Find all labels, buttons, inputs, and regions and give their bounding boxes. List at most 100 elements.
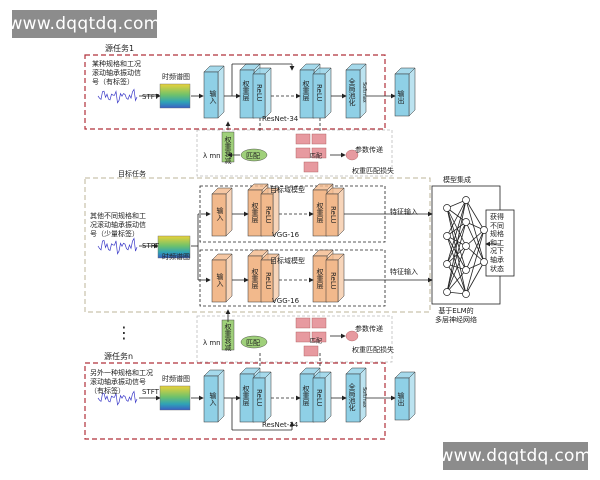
bottom-transfer-frame (196, 315, 393, 363)
elm-edge-2 (465, 229, 485, 271)
vgg-2-relu-block-2 (325, 259, 339, 303)
vgg-2-relu-label: ReLU (264, 272, 272, 290)
elm-edge-1 (446, 199, 467, 293)
source-1-output-label: 输出 (397, 90, 405, 104)
vgg-2-frame (199, 249, 386, 307)
vgg-1-relu-block-side (272, 187, 280, 237)
target-model-label-2: 目标域模型 (270, 257, 305, 265)
vgg-2-relu-block-2-side (337, 253, 345, 303)
source-1-net-label: ResNet-34 (262, 115, 299, 123)
elm-edge-1 (446, 221, 467, 265)
feature-input-2: 特征输入 (390, 268, 418, 276)
source-n-stft: STFT (142, 388, 159, 396)
elm-node-0 (443, 204, 451, 212)
elm-node-1 (443, 232, 451, 240)
elm-node-9 (480, 226, 488, 234)
bottom-lambda-label: λ mn (203, 339, 221, 347)
source-1-relu-block-2 (312, 73, 326, 119)
vgg-2-relu-label-2: ReLU (329, 272, 337, 290)
target-model-label-1: 目标域模型 (270, 186, 305, 194)
source-n-net-label: ResNet-34 (262, 421, 299, 429)
vgg-2-input-block-side (225, 253, 233, 303)
source-n-relu-block-side (264, 371, 272, 423)
top-loss-node (345, 149, 359, 161)
watermark-bottom: www.dqqtdq.com (439, 442, 591, 470)
model-integration-label: 模型集成 (443, 176, 471, 184)
bottom-pink-block-1 (311, 317, 327, 329)
source-n-relu-block-2-side (324, 371, 332, 423)
vgg-1-input-label: 输入 (216, 207, 224, 221)
vgg-2-weight-label: 权重层 (251, 268, 259, 289)
vgg-1-input-block-side (225, 187, 233, 237)
bottom-pink-block-3 (311, 331, 327, 343)
source-n-output-block-side (408, 371, 416, 421)
top-weight-decay-label: 权重衰减 (224, 136, 232, 164)
elm-edge-1 (446, 207, 467, 247)
elm-node-8 (462, 290, 470, 298)
elm-edge-2 (465, 229, 485, 247)
elm-edge-2 (465, 221, 485, 263)
source-1-spectrogram-label: 时频谱图 (162, 73, 190, 81)
source-n-input-block (203, 375, 219, 423)
elm-node-7 (462, 266, 470, 274)
source-n-weight-label-2: 权重层 (302, 385, 310, 406)
source-1-relu-block (252, 73, 266, 119)
source-1-relu-block-side (264, 67, 272, 119)
target-spectrogram-label: 时频谱图 (162, 253, 190, 261)
source-1-softmax-label: Softmax (361, 82, 367, 103)
top-pink-label: 匹配 (310, 153, 323, 160)
source-task-n-frame (84, 362, 386, 440)
source-1-signal (97, 88, 138, 104)
vgg-1-relu-block (260, 193, 274, 237)
vgg-1-weight-label: 权重层 (251, 202, 259, 223)
source-task-1-title: 源任务1 (105, 44, 135, 53)
source-1-input-label: 输入 (209, 90, 217, 104)
top-loss-label: 权重匹配损失 (352, 167, 394, 175)
source-task-1-frame (84, 54, 386, 130)
target-task-frame (84, 177, 431, 313)
source-n-spectrogram-label: 时频谱图 (162, 375, 190, 383)
source-task-n-title: 源任务n (104, 352, 134, 361)
source-n-relu-block (252, 377, 266, 423)
source-1-relu-label: ReLU (255, 84, 263, 102)
top-match-ellipse (240, 148, 268, 162)
bottom-match-label: 匹配 (246, 339, 260, 347)
vgg-1-relu-label-2: ReLU (329, 206, 337, 224)
vgg-2-relu-block (260, 259, 274, 303)
source-n-softmax-label: Softmax (361, 387, 367, 408)
source-n-output-label: 输出 (397, 392, 405, 406)
ellipsis-dots: ⋮ (116, 323, 132, 342)
source-n-weight-label: 权重层 (242, 385, 250, 406)
source-1-signal-text: 某种规格和工况 滚动轴承振动信 号（有标签） (92, 60, 141, 86)
bottom-loss-label: 权重匹配损失 (352, 346, 394, 354)
elm-edge-1 (446, 263, 467, 295)
source-1-input-block (203, 71, 219, 119)
elm-edge-2 (465, 245, 485, 263)
elm-edge-1 (446, 221, 467, 293)
watermark-top: www.dqqtdq.com (8, 10, 160, 38)
top-match-label: 匹配 (246, 152, 260, 160)
source-1-weight-label-2: 权重层 (302, 80, 310, 101)
elm-edge-2 (465, 199, 485, 263)
elm-node-2 (443, 260, 451, 268)
top-pink-block-1 (311, 133, 327, 145)
source-1-relu-label-2: ReLU (315, 84, 323, 102)
source-n-pool-label: 全局池化 (348, 383, 356, 411)
result-box (485, 209, 515, 277)
elm-edge-1 (446, 245, 467, 265)
source-1-weight-label: 权重层 (242, 80, 250, 101)
target-signal-text: 其他不同规格和工 况滚动轴承振动信 号（少量标签） (90, 212, 146, 238)
elm-node-4 (462, 196, 470, 204)
target-title: 目标任务 (118, 170, 146, 178)
elm-node-3 (443, 288, 451, 296)
bottom-pink-block-2 (295, 331, 311, 343)
bottom-param-label: 参数传递 (355, 325, 383, 333)
source-n-relu-block-2 (312, 377, 326, 423)
source-1-stft: STFT (142, 93, 159, 101)
elm-node-5 (462, 218, 470, 226)
source-n-relu-label-2: ReLU (315, 389, 323, 407)
elm-edge-1 (446, 199, 467, 237)
source-n-spectrogram (159, 385, 191, 411)
elm-edge-1 (446, 207, 467, 271)
source-1-output-block-side (408, 67, 416, 117)
